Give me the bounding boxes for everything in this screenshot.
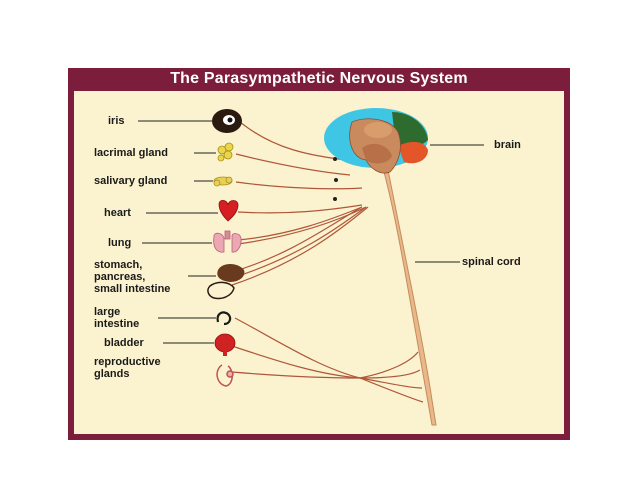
label-reproductive-glands: reproductive glands bbox=[94, 356, 161, 380]
diagram-title: The Parasympathetic Nervous System bbox=[170, 70, 468, 87]
nerve-stomach-1 bbox=[231, 206, 363, 273]
nerve-sacral-3 bbox=[359, 377, 423, 389]
label-bladder: bladder bbox=[104, 337, 144, 349]
nerve-sacral-1 bbox=[359, 351, 419, 379]
eye-icon bbox=[212, 109, 242, 133]
brain-cerebellum bbox=[398, 141, 428, 164]
brain-midbrain bbox=[364, 122, 392, 138]
nerve-lung-1 bbox=[237, 206, 363, 241]
nerve-large-intestine bbox=[234, 317, 361, 379]
label-stomach-pancreas-small-intestine: stomach, pancreas, small intestine bbox=[94, 259, 171, 295]
nerve-sacral-4 bbox=[359, 377, 424, 403]
nerve-stomach-3 bbox=[231, 206, 369, 286]
brain-illustration bbox=[324, 108, 428, 174]
label-spinal-cord: spinal cord bbox=[462, 256, 521, 268]
label-iris: iris bbox=[108, 115, 125, 127]
nerve-sacral-2 bbox=[359, 369, 421, 379]
ganglion-salivary bbox=[333, 197, 337, 201]
large-intestine-icon bbox=[216, 311, 232, 326]
nerve-fibers bbox=[231, 121, 424, 403]
label-lung: lung bbox=[108, 237, 132, 249]
reproductive-glands-icon bbox=[216, 364, 234, 387]
heart-icon bbox=[218, 199, 239, 222]
label-brain: brain bbox=[494, 139, 521, 151]
spinal-cord bbox=[383, 169, 437, 426]
nerve-stomach-2 bbox=[231, 206, 367, 279]
stomach-icon bbox=[207, 264, 245, 300]
nerve-lacrimal bbox=[235, 153, 351, 176]
brain-occipital bbox=[392, 112, 428, 148]
nerve-lung-2 bbox=[237, 206, 367, 245]
nerve-heart bbox=[237, 204, 363, 214]
ganglia bbox=[220, 157, 338, 345]
ganglion-iris bbox=[333, 157, 337, 161]
nerve-reproductive bbox=[231, 371, 361, 379]
lacrimal-gland-icon bbox=[217, 142, 234, 162]
label-heart: heart bbox=[104, 207, 131, 219]
leader-lines bbox=[138, 120, 484, 344]
bladder-icon bbox=[214, 333, 236, 356]
lung-icon bbox=[213, 230, 242, 253]
label-salivary-gland: salivary gland bbox=[94, 175, 168, 187]
salivary-gland-icon bbox=[213, 176, 233, 187]
label-lacrimal-gland: lacrimal gland bbox=[94, 147, 168, 159]
nerve-salivary bbox=[235, 181, 363, 190]
ganglion-lacrimal bbox=[334, 178, 338, 182]
nerve-bladder bbox=[231, 345, 361, 379]
brain-pons bbox=[362, 143, 392, 164]
label-large-intestine: large intestine bbox=[94, 306, 140, 330]
